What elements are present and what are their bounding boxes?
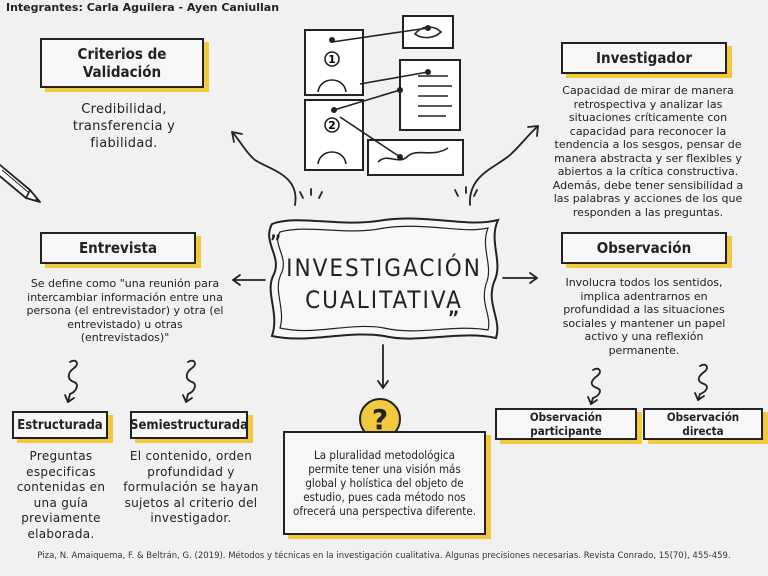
observacion-participante-title: Observación participante: [529, 410, 603, 438]
semiestructurada-title-box: Semiestructurada: [130, 411, 248, 439]
criterios-text: Credibilidad, transferencia y fiabilidad…: [72, 102, 176, 151]
estructurada-text: Preguntas especificas contenidas en una …: [16, 449, 106, 541]
entrevista-title: Entrevista: [78, 239, 158, 257]
criterios-title-line1: Criterios de: [77, 45, 167, 63]
semiestructurada-title: Semiestructurada: [130, 417, 248, 433]
observacion-title-box: Observación: [561, 232, 727, 264]
center-title-frame: [268, 217, 500, 340]
center-title: INVESTIGACIÓN CUALITATIVA: [268, 252, 500, 316]
estructurada-title: Estructurada: [17, 417, 103, 433]
semiestructurada-text: El contenido, orden profundidad y formul…: [123, 449, 259, 525]
question-mark-glyph: ?: [372, 403, 388, 436]
center-title-line1: INVESTIGACIÓN: [286, 254, 482, 282]
number-one-label: 1: [328, 53, 336, 66]
entrevista-text: Se define como "una reunión para interca…: [26, 277, 224, 344]
pluralidad-text: La pluralidad metodológica permite tener…: [293, 448, 476, 518]
observacion-directa-title: Observación directa: [666, 410, 740, 438]
observacion-text: Involucra todos los sentidos, implica ad…: [562, 276, 726, 357]
members-label: Integrantes: Carla Aguilera - Ayen Caniu…: [6, 1, 280, 14]
investigador-text: Capacidad de mirar de manera retrospecti…: [552, 84, 744, 219]
investigador-title-box: Investigador: [561, 42, 727, 74]
quote-close: ”: [448, 308, 459, 329]
quote-open: ”: [270, 232, 281, 253]
observacion-directa-box: Observación directa: [643, 408, 763, 440]
pencil-icon: [0, 163, 41, 203]
criterios-title-box: Criterios de Validación: [40, 38, 204, 88]
citation: Piza, N. Amaiquema, F. & Beltrán, G. (20…: [37, 551, 731, 561]
pluralidad-box: La pluralidad metodológica permite tener…: [283, 431, 486, 535]
center-title-line2: CUALITATIVA: [305, 286, 463, 314]
investigador-title: Investigador: [595, 49, 693, 67]
observacion-title: Observación: [596, 239, 692, 257]
number-two-label: 2: [328, 119, 336, 132]
estructurada-title-box: Estructurada: [12, 411, 108, 439]
observacion-participante-box: Observación participante: [495, 408, 637, 440]
investigation-board-icon: 1 2: [304, 15, 464, 176]
entrevista-title-box: Entrevista: [40, 232, 196, 264]
criterios-title-line2: Validación: [82, 63, 162, 81]
